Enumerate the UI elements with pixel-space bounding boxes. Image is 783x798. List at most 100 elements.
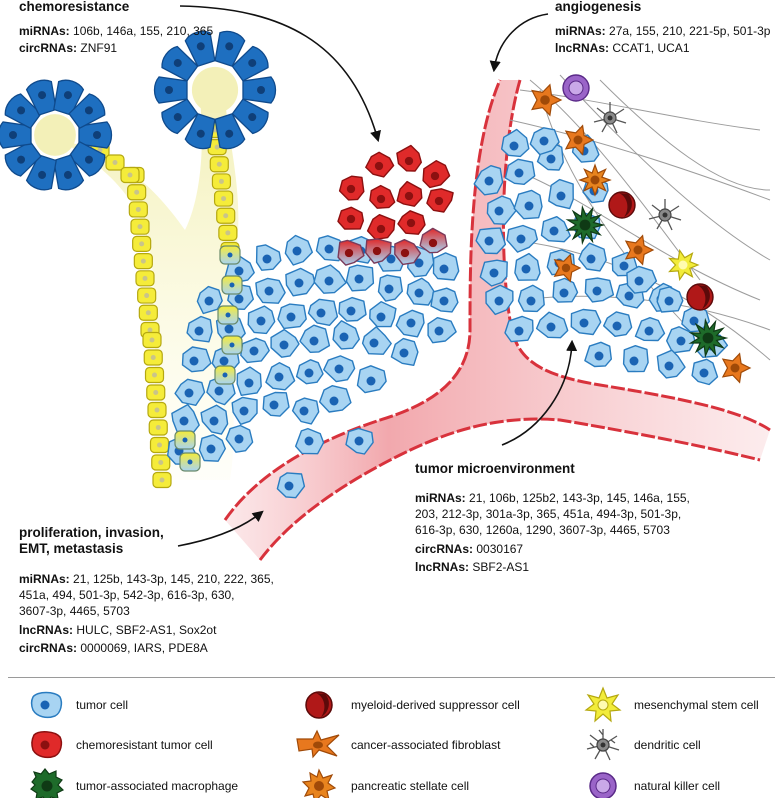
tumor-cell: [506, 224, 538, 253]
tumor-cell-nucleus: [399, 348, 409, 358]
tumor-cell-nucleus: [592, 286, 602, 296]
acinar-cell-nucleus: [248, 58, 257, 67]
legend-label-dendritic-cell: dendritic cell: [634, 738, 701, 752]
tumor-cell-nucleus: [494, 206, 504, 216]
tumor-cell: [338, 296, 367, 322]
transitioning-chemoresistant-cell: [419, 227, 448, 254]
tumor-cell: [626, 265, 658, 294]
tumor-cell-nucleus: [406, 318, 416, 328]
transitional-duct-cell: [174, 430, 196, 450]
fiber: [599, 79, 771, 191]
acinus-lumen: [34, 114, 76, 156]
duct-cell: [142, 331, 162, 349]
tumor-cell: [656, 286, 684, 313]
chemoresistant-cell-nucleus: [346, 184, 356, 194]
acinus-lumen: [191, 66, 239, 114]
mirnas-line-1: 21, 125b, 143-3p, 145, 210, 222, 365,: [73, 572, 274, 586]
chemoresistant-cell: [365, 151, 395, 178]
acinar-cell-nucleus: [225, 42, 234, 51]
tumor-cell: [486, 195, 517, 225]
tumor-cell-nucleus: [366, 376, 376, 386]
acinar-cell-nucleus: [84, 155, 93, 164]
mdsc-nucleus: [697, 285, 710, 309]
duct-cell: [147, 401, 167, 419]
stellate-cell: [578, 163, 612, 197]
transitional-duct-cell: [221, 335, 243, 355]
dendritic-cell-icon: [586, 729, 620, 761]
tumor-cell-nucleus: [594, 351, 604, 361]
circrnas-values: ZNF91: [80, 41, 118, 55]
fibroblast-nucleus: [633, 245, 643, 255]
dendritic-cell: [593, 102, 627, 134]
acinar-clusters: [0, 30, 277, 191]
proliferation-title-line-1: proliferation, invasion,: [19, 525, 164, 540]
tumor-cell: [691, 358, 719, 386]
duct-cell-nucleus: [134, 189, 140, 195]
tumor-cell-nucleus: [234, 434, 244, 444]
tumor-cell: [377, 274, 403, 302]
transitioning-chemoresistant-cell-nucleus: [400, 248, 410, 258]
tumor-cell-nucleus: [354, 274, 364, 284]
fibroblast: [531, 83, 563, 117]
lncrnas-values: SBF2-AS1: [472, 560, 530, 574]
tumor-cell-nucleus: [184, 388, 194, 398]
duct-cell-nucleus: [145, 310, 151, 316]
legend-label-nk-cell: natural killer cell: [634, 779, 721, 793]
duct-cell: [105, 154, 125, 171]
duct-cell: [211, 173, 232, 190]
transitional-duct-cell: [221, 275, 243, 295]
arrow-chemoresistance: [179, 5, 381, 143]
transitional-duct-cell: [219, 245, 241, 265]
tumor-cell-nucleus: [524, 201, 534, 211]
acinar-cell: [4, 140, 42, 177]
mirnas-line-3: 3607-3p, 4465, 5703: [19, 604, 130, 618]
tumor-cell: [432, 252, 460, 281]
transitional-duct-cell-nucleus: [182, 437, 188, 443]
tumor-cell-nucleus: [664, 296, 674, 306]
chemoresistant-cell-nucleus: [346, 214, 356, 224]
tumor-cell-nucleus: [256, 316, 266, 326]
duct-cell: [127, 184, 147, 201]
tumor-cell-nucleus: [324, 244, 334, 254]
tumor-cell-nucleus: [414, 288, 424, 298]
fibroblast-nucleus: [573, 135, 583, 145]
acinar-cell-nucleus: [257, 86, 265, 94]
legend-label-tumor-cell: tumor cell: [76, 698, 129, 712]
acinar-cell-nucleus: [84, 106, 93, 115]
tme-stromal-cells: [531, 74, 752, 384]
acinar-cell-nucleus: [9, 131, 17, 139]
mirnas-line-2: 451a, 494, 501-3p, 542-3p, 616-3p, 630,: [19, 588, 235, 602]
tumor-cell: [247, 305, 276, 335]
chemoresistant-cell: [396, 144, 422, 172]
fibroblast-nucleus: [540, 95, 550, 105]
tumor-cell-nucleus: [549, 226, 559, 236]
tumor-cell-nucleus: [324, 276, 334, 286]
proliferation-title: proliferation, invasion, EMT, metastasis: [19, 525, 164, 557]
duct-cell: [148, 419, 168, 436]
acinar-cell: [78, 121, 113, 149]
natural-killer-cell: [562, 74, 590, 102]
tumor-cell: [406, 277, 436, 306]
transitioning-chemoresistant-cell: [337, 239, 365, 266]
acinar-cell-nucleus: [38, 91, 47, 100]
transitioning-chemoresistant-cell-nucleus: [344, 248, 354, 258]
duct-cell: [144, 366, 165, 384]
tumor-cell-nucleus: [634, 276, 644, 286]
transitional-duct-cell-nucleus: [229, 282, 235, 288]
proliferation-circrnas: circRNAs: 0000069, IARS, PDE8A: [19, 640, 208, 656]
tumor-cell: [603, 311, 633, 337]
fibroblast: [624, 234, 655, 266]
duct-cell: [120, 166, 140, 184]
duct-cell-nucleus: [159, 477, 165, 483]
duct-cell: [152, 471, 172, 489]
tumor-cell-nucleus: [619, 261, 629, 271]
tumor-cell-nucleus: [234, 266, 244, 276]
circrnas-values: 0030167: [476, 542, 524, 556]
acinar-cell-nucleus: [165, 86, 173, 94]
tumor-cell-nucleus: [644, 326, 654, 336]
tumor-cell-nucleus: [239, 406, 249, 416]
dendritic-nucleus: [607, 115, 613, 121]
duct-cell: [137, 287, 157, 304]
tumor-cell: [356, 365, 387, 394]
